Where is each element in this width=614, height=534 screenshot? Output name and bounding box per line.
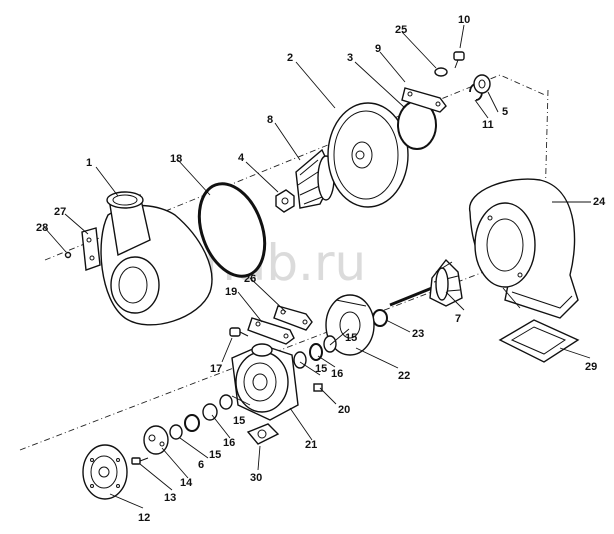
plate-screw: [64, 251, 72, 259]
bearing-set-left: [169, 394, 233, 440]
bearing-set-right: [293, 335, 337, 369]
callout-4: 4: [238, 152, 245, 164]
callout-7: 7: [455, 313, 461, 325]
callout-18: 18: [170, 153, 182, 165]
oil-seal-backplate: [82, 444, 128, 500]
thrust-collar: [143, 425, 169, 455]
compressor-housing: [100, 191, 213, 326]
callout-27: 27: [54, 206, 66, 218]
callout-3: 3: [347, 52, 353, 64]
lock-plate-upper: [401, 87, 447, 113]
callout-17: 17: [210, 363, 222, 375]
callout-26: 26: [244, 273, 256, 285]
heat-shield: [325, 294, 375, 356]
callout-22: 22: [398, 370, 410, 382]
callout-15d: 15: [345, 332, 357, 344]
callout-15c: 15: [315, 363, 327, 375]
thrust-screw: [131, 457, 149, 465]
callout-9: 9: [375, 43, 381, 55]
callout-24: 24: [593, 196, 606, 208]
callout-2: 2: [287, 52, 293, 64]
callout-12: 12: [138, 512, 150, 524]
callout-16a: 16: [223, 437, 235, 449]
callout-13: 13: [164, 492, 176, 504]
turbine-housing: [469, 178, 579, 319]
callout-14: 14: [180, 477, 193, 489]
drain-plug: [313, 383, 323, 392]
piston-ring: [372, 309, 388, 327]
bearing-housing: [231, 343, 299, 421]
oil-gasket: [246, 423, 280, 445]
name-plate: [81, 227, 101, 271]
callout-11: 11: [482, 119, 494, 131]
callout-15a: 15: [209, 449, 221, 461]
callout-20: 20: [338, 404, 350, 416]
turbine-gasket: [498, 319, 580, 363]
lock-plate-lower: [273, 305, 313, 331]
callout-1: 1: [86, 157, 92, 169]
compressor-nut: [275, 189, 295, 213]
callout-19: 19: [225, 286, 237, 298]
callout-5: 5: [502, 106, 508, 118]
callout-6: 6: [198, 459, 204, 471]
callout-29: 29: [585, 361, 597, 373]
callout-labels: 1 2 3 4 5 6 7 8 9 10 11 12 13 14 15 15 1…: [36, 14, 606, 524]
callout-28: 28: [36, 222, 48, 234]
turbine-wheel-shaft: [389, 258, 463, 307]
diffuser-backplate: [327, 102, 409, 208]
callout-8: 8: [267, 114, 273, 126]
callout-10: 10: [458, 14, 470, 26]
large-o-ring: [197, 182, 267, 278]
bolt: [453, 51, 465, 69]
leader-lines: [43, 24, 591, 509]
sleeve-nut: [473, 74, 491, 94]
callout-21: 21: [305, 439, 317, 451]
washer: [434, 67, 448, 77]
callout-16b: 16: [331, 368, 343, 380]
clamp-plate: [247, 317, 295, 345]
callout-23: 23: [412, 328, 424, 340]
callout-25: 25: [395, 24, 407, 36]
callout-30: 30: [250, 472, 262, 484]
clamp-bolt: [229, 327, 249, 337]
callout-15b: 15: [233, 415, 245, 427]
